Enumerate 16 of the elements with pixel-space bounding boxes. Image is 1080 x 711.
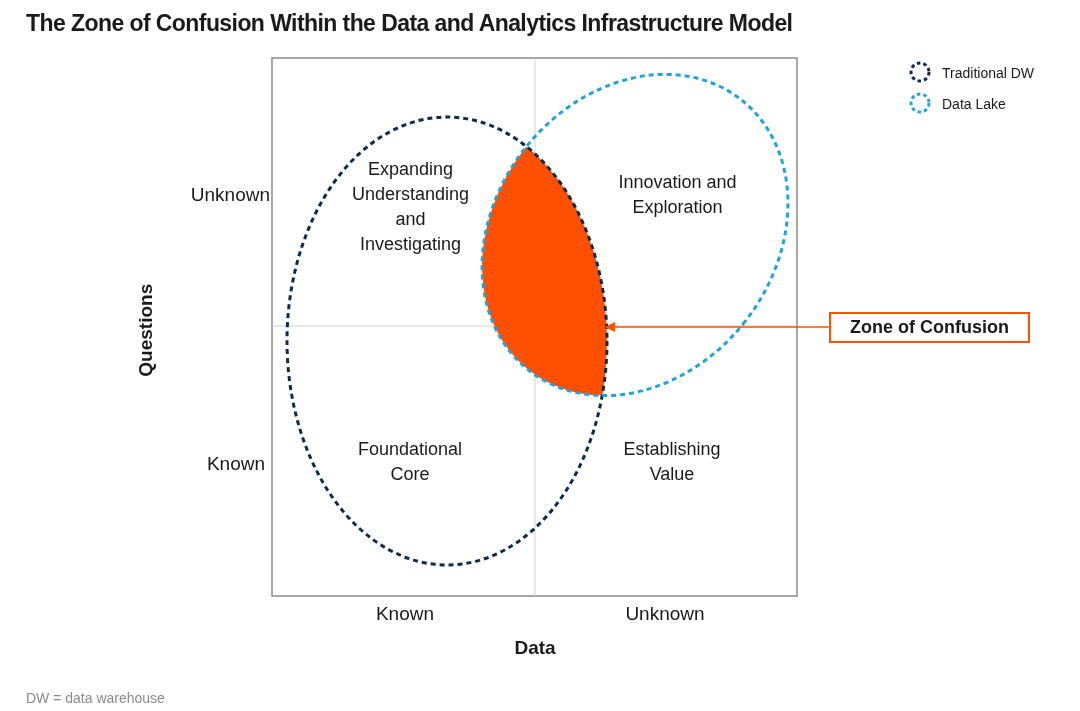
axis-tick-label: Unknown [189,183,270,207]
arrow [604,321,830,333]
quadrant-label: Foundational Core [356,438,464,486]
axis-tick-label: Known [374,602,436,626]
footnote: DW = data warehouse [26,689,165,708]
callout-box: Zone of Confusion [829,312,1030,343]
quadrant-label: Establishing Value [622,438,722,486]
axis-title: Questions [134,285,157,375]
quadrant-label: Expanding Understanding and Investigating [350,158,471,256]
axis-title: Data [513,636,557,660]
legend-label: Data Lake [942,95,1006,114]
axis-tick-label: Known [205,452,265,476]
quadrant-label: Innovation and Exploration [617,171,738,219]
title: The Zone of Confusion Within the Data and Analytics Infrastructure Model [26,9,793,38]
axis-tick-label: Unknown [624,602,706,626]
legend-label: Traditional DW [942,64,1035,83]
